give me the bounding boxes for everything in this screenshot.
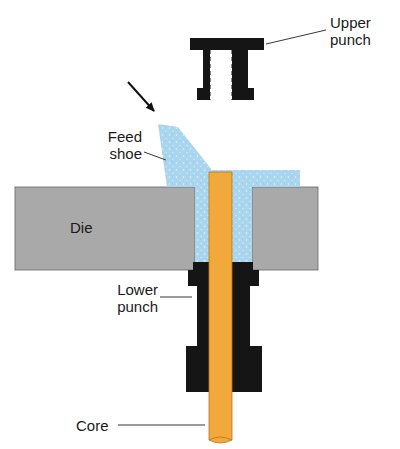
part-label: Core — [76, 417, 136, 434]
leader-line — [118, 425, 205, 426]
die-right — [252, 187, 318, 270]
core-rod — [209, 172, 232, 443]
part-label: Feed shoe — [80, 128, 142, 162]
part-label: Lower punch — [90, 281, 158, 315]
leader-line — [266, 30, 326, 44]
leader-line — [144, 152, 166, 160]
upper-punch — [190, 38, 264, 100]
part-label: Die — [70, 219, 130, 236]
feed-arrow — [128, 82, 154, 111]
leader-line — [160, 297, 192, 298]
part-label: Upper punch — [330, 14, 394, 48]
die-left — [15, 187, 195, 270]
